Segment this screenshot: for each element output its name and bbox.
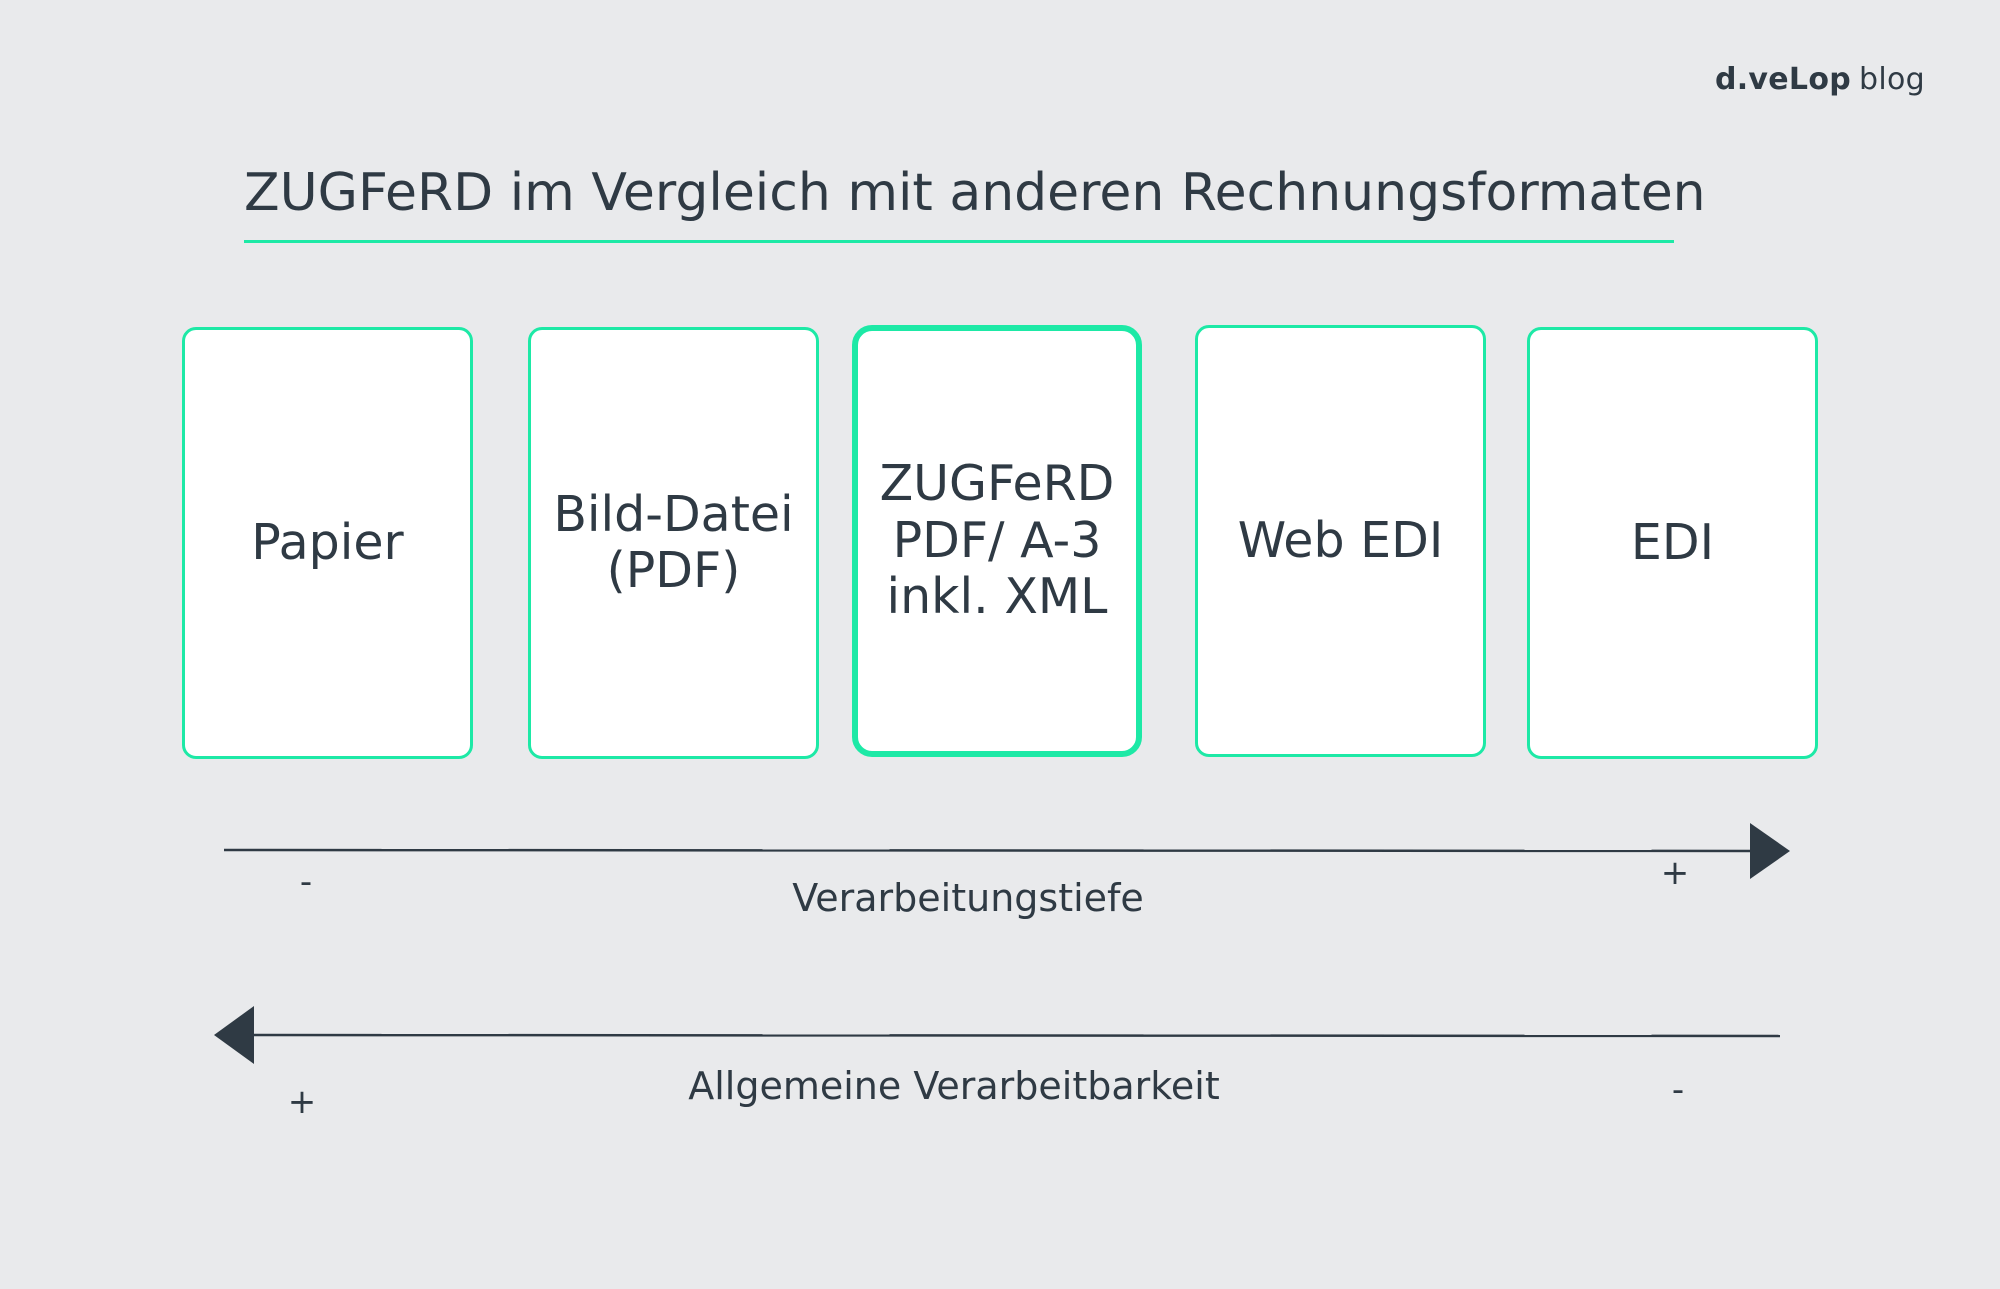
- format-card-label: Papier: [251, 513, 404, 571]
- processing-depth-arrow-line: [223, 848, 1761, 853]
- processing-depth-label: Verarbeitungstiefe: [792, 876, 1144, 920]
- brand-logo-main: d.veLop: [1714, 62, 1852, 97]
- format-card-label: Web EDI: [1237, 511, 1444, 569]
- processing-depth-plus-sign: +: [1660, 853, 1690, 893]
- page-title: ZUGFeRD im Vergleich mit anderen Rechnun…: [244, 163, 1706, 223]
- general-processability-plus-sign: +: [287, 1082, 317, 1122]
- format-card-edi: EDI: [1527, 327, 1818, 759]
- title-underline: [244, 240, 1674, 243]
- format-card-papier: Papier: [182, 327, 473, 759]
- brand-logo-sub: blog: [1859, 62, 1925, 97]
- arrow-right-head-icon: [1750, 823, 1790, 879]
- title-block: ZUGFeRD im Vergleich mit anderen Rechnun…: [244, 163, 1706, 223]
- format-card-label: EDI: [1630, 513, 1715, 571]
- format-card-zugferd: ZUGFeRD PDF/ A-3 inkl. XML: [852, 325, 1142, 757]
- format-card-bild-datei: Bild-Datei (PDF): [528, 327, 819, 759]
- arrow-left-head-icon: [214, 1006, 254, 1064]
- format-card-label: ZUGFeRD PDF/ A-3 inkl. XML: [879, 455, 1115, 626]
- format-card-label: Bild-Datei (PDF): [553, 485, 794, 599]
- general-processability-minus-sign: -: [1671, 1070, 1685, 1110]
- general-processability-arrow-line: [249, 1033, 1781, 1038]
- general-processability-label: Allgemeine Verarbeitbarkeit: [688, 1064, 1220, 1108]
- processing-depth-minus-sign: -: [299, 862, 313, 902]
- format-card-web-edi: Web EDI: [1195, 325, 1486, 757]
